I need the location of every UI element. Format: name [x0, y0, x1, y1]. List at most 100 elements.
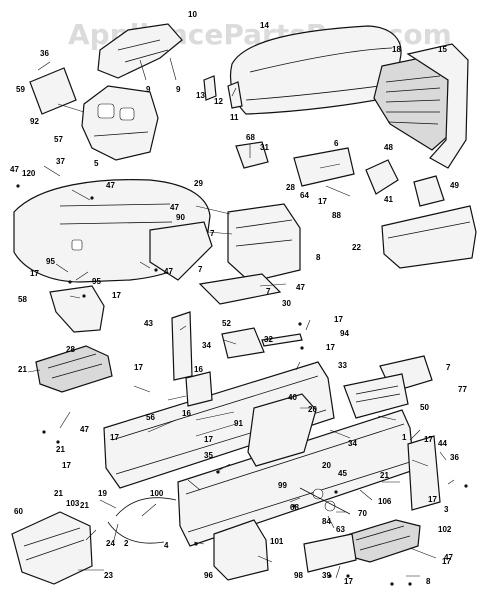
part-linkage	[299, 487, 351, 515]
part-dash-console	[81, 85, 159, 161]
callout: 8	[316, 253, 321, 262]
callout: 35	[204, 451, 213, 460]
callout: 7	[266, 287, 271, 296]
callout: 12	[214, 97, 223, 106]
callout: 21	[56, 445, 65, 454]
callout: 11	[230, 113, 239, 122]
callout: 16	[182, 409, 191, 418]
callout: 49	[450, 181, 459, 190]
callout: 14	[260, 21, 269, 30]
callout: 17	[326, 343, 335, 352]
callout: 57	[54, 135, 63, 144]
part-footrest-left	[35, 345, 113, 393]
part-front-plate-44	[407, 435, 441, 511]
callout: 120	[22, 169, 36, 178]
callout: 40	[288, 393, 297, 402]
callout: 17	[318, 197, 327, 206]
callout: 16	[194, 365, 203, 374]
callout: 34	[202, 341, 211, 350]
callout: 17	[442, 557, 451, 566]
callout: 13	[196, 91, 205, 100]
callout: 59	[16, 85, 25, 94]
part-support-brackets	[365, 159, 445, 207]
callout: 20	[308, 405, 317, 414]
callout: 98	[294, 571, 303, 580]
callout: 10	[188, 10, 197, 19]
callout: 41	[384, 195, 393, 204]
callout: 28	[286, 183, 295, 192]
callout: 7	[210, 229, 215, 238]
part-plate	[29, 67, 77, 115]
callout: 17	[112, 291, 121, 300]
callout: 21	[18, 365, 27, 374]
callout: 70	[358, 509, 367, 518]
callout: 60	[14, 507, 23, 516]
callout: 47	[164, 267, 173, 276]
part-hood	[229, 25, 402, 115]
callout: 15	[438, 45, 447, 54]
part-plate-43	[171, 311, 193, 381]
part-mount-50	[343, 373, 409, 419]
callout: 47	[444, 553, 453, 562]
callout: 47	[80, 425, 89, 434]
callout: 44	[438, 439, 447, 448]
callout: 101	[270, 537, 284, 546]
callout: 17	[428, 495, 437, 504]
callout: 56	[146, 413, 155, 422]
callout: 36	[450, 453, 459, 462]
part-lever-rods	[107, 497, 177, 544]
part-bracket-52	[221, 327, 265, 359]
callout: 28	[66, 345, 75, 354]
part-bracket-58	[49, 285, 105, 333]
callout: 36	[40, 49, 49, 58]
leader-lines	[27, 57, 455, 579]
part-rod-32	[261, 333, 303, 347]
callout: 20	[322, 461, 331, 470]
callout: 94	[340, 329, 349, 338]
callout: 63	[336, 525, 345, 534]
part-shield-98	[213, 519, 269, 581]
callout: 96	[204, 571, 213, 580]
callout: 30	[282, 299, 291, 308]
callout: 43	[144, 319, 153, 328]
callout-labels: 10 14 18 15 36 59 92 9 9 13 12 11 57 5 6…	[10, 10, 467, 586]
callout: 17	[344, 577, 353, 586]
callout: 33	[338, 361, 347, 370]
callout: 8	[426, 577, 431, 586]
part-side-panel	[406, 43, 469, 169]
callout: 103	[66, 499, 80, 508]
callout: 68	[246, 133, 255, 142]
callout: 17	[204, 435, 213, 444]
callout: 5	[94, 159, 99, 168]
callout: 3	[444, 505, 449, 514]
callout: 23	[104, 571, 113, 580]
callout: 68	[290, 503, 299, 512]
callout: 7	[446, 363, 451, 372]
callout: 4	[164, 541, 169, 550]
callout: 39	[322, 571, 331, 580]
callout: 50	[420, 403, 429, 412]
callout: 95	[46, 257, 55, 266]
callout: 17	[110, 433, 119, 442]
callout: 21	[54, 489, 63, 498]
part-frame-crossmember	[247, 393, 317, 467]
callout: 95	[92, 277, 101, 286]
callout: 47	[170, 203, 179, 212]
callout: 90	[176, 213, 185, 222]
part-hood-hinges	[203, 75, 243, 109]
part-dash-bracket	[97, 23, 183, 79]
callout: 7	[198, 265, 203, 274]
callout: 100	[150, 489, 164, 498]
callout: 21	[380, 471, 389, 480]
callout: 48	[384, 143, 393, 152]
callout: 64	[300, 191, 309, 200]
callout: 9	[146, 85, 151, 94]
callout: 99	[278, 481, 287, 490]
callout: 32	[264, 335, 273, 344]
callout: 17	[424, 435, 433, 444]
callout: 17	[62, 461, 71, 470]
callout: 17	[134, 363, 143, 372]
part-rear-bar	[381, 205, 477, 269]
part-plate-16	[185, 371, 213, 407]
callout: 58	[18, 295, 27, 304]
